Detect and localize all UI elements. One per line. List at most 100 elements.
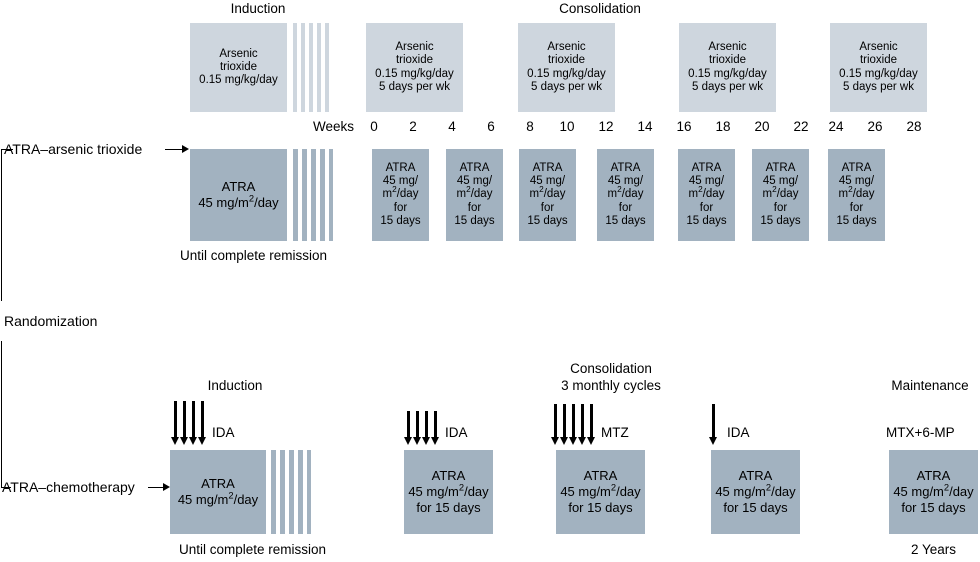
box-line: 5 days per wk (843, 80, 914, 93)
box-line: trioxide (708, 54, 747, 67)
box-line: 15 days (836, 214, 877, 227)
dose-arrow (180, 401, 189, 445)
box-line: ATRA (532, 161, 563, 174)
box-line: 0.15 mg/kg/day (199, 74, 278, 87)
dose-arrow (404, 411, 413, 445)
bottom-arm-arrow-shaft (148, 487, 164, 489)
atra-chemo-cycle-box: ATRA 45 mg/m2/day for 15 days (556, 450, 645, 534)
atra-cycle-box: ATRA 45 mg/ m2/day for 15 days (828, 149, 885, 241)
arsenic-consolidation-box: Arsenic trioxide 0.15 mg/kg/day 5 days p… (830, 23, 927, 112)
box-line: Arsenic (219, 47, 258, 60)
box-line: ATRA (221, 179, 256, 194)
box-line: ATRA (738, 468, 773, 483)
week-tick-26: 26 (867, 119, 883, 134)
arsenic-induction-taper-stripes (293, 23, 336, 112)
dose-arrow (587, 404, 596, 445)
box-line: ATRA (610, 161, 641, 174)
box-line: 45 mg/m2/day (198, 193, 279, 210)
box-line: for 15 days (723, 500, 788, 515)
atra-cycle-box: ATRA 45 mg/ m2/day for 15 days (519, 149, 576, 241)
week-tick-16: 16 (676, 119, 692, 134)
box-line: m2/day (838, 185, 875, 201)
drug-arrows-ida-cycle1 (404, 411, 440, 445)
top-arm-arrow-shaft (165, 149, 183, 151)
week-tick-20: 20 (754, 119, 770, 134)
week-tick-2: 2 (409, 119, 417, 134)
box-line: m2/day (688, 185, 725, 201)
box-line: for (849, 201, 864, 214)
box-line: for 15 days (416, 500, 481, 515)
bottom-arm-arrowhead (163, 483, 170, 491)
top-arm-connector (1, 149, 13, 151)
top-consolidation-header: Consolidation (559, 1, 641, 16)
box-line: 15 days (380, 214, 421, 227)
box-line: 15 days (760, 214, 801, 227)
week-tick-12: 12 (598, 119, 614, 134)
box-line: 45 mg/m2/day (715, 482, 796, 499)
drug-arrows-mtz (551, 404, 596, 445)
induction-caption-bottom: Until complete remission (178, 542, 327, 557)
box-line: m2/day (529, 185, 566, 201)
box-line: for (393, 201, 408, 214)
box-line: 15 days (686, 214, 727, 227)
atra-chemo-cycle-box: ATRA 45 mg/m2/day for 15 days (404, 450, 493, 534)
dose-arrow (171, 401, 180, 445)
box-line: 45 mg/m2/day (560, 482, 641, 499)
box-line: ATRA (916, 468, 951, 483)
box-line: ATRA (431, 468, 466, 483)
atra-cycle-box: ATRA 45 mg/ m2/day for 15 days (597, 149, 654, 241)
box-line: trioxide (395, 54, 434, 67)
bottom-consolidation-header-line1: Consolidation (570, 361, 652, 376)
arsenic-consolidation-box: Arsenic trioxide 0.15 mg/kg/day 5 days p… (679, 23, 776, 112)
drug-label-maintenance: MTX+6-MP (886, 425, 955, 440)
atra-induction-taper-stripes-top (293, 149, 333, 241)
atra-induction-caption-top: Until complete remission (180, 248, 328, 263)
atra-cycle-box: ATRA 45 mg/ m2/day for 15 days (446, 149, 503, 241)
box-line: 5 days per wk (531, 80, 602, 93)
week-tick-10: 10 (559, 119, 575, 134)
box-line: m2/day (762, 185, 799, 201)
box-line: 45 mg/ (838, 175, 875, 188)
week-tick-0: 0 (370, 119, 378, 134)
randomization-bracket-upper (1, 149, 3, 301)
weeks-label: Weeks (313, 119, 355, 134)
arsenic-induction-box: Arsenic trioxide 0.15 mg/kg/day (190, 23, 287, 112)
box-line: ATRA (583, 468, 618, 483)
atra-induction-box-bottom: ATRA 45 mg/m2/day (170, 450, 266, 534)
box-line: for (699, 201, 714, 214)
dose-arrow (560, 404, 569, 445)
atra-induction-box-top: ATRA 45 mg/m2/day (190, 149, 287, 241)
dose-arrow (413, 411, 422, 445)
week-tick-22: 22 (793, 119, 809, 134)
box-line: 0.15 mg/kg/day (375, 67, 454, 80)
box-line: ATRA (765, 161, 796, 174)
atra-cycle-box: ATRA 45 mg/ m2/day for 15 days (752, 149, 809, 241)
top-induction-header: Induction (230, 1, 286, 16)
bottom-arm-connector (1, 487, 11, 489)
week-tick-14: 14 (637, 119, 653, 134)
bottom-induction-header: Induction (207, 378, 263, 393)
week-tick-24: 24 (828, 119, 844, 134)
dose-arrow (569, 404, 578, 445)
box-line: 45 mg/ (688, 175, 725, 188)
box-line: trioxide (219, 60, 258, 73)
box-line: 45 mg/ (382, 175, 419, 188)
atra-induction-taper-stripes-bottom (271, 450, 311, 534)
atra-maintenance-box: ATRA 45 mg/m2/day for 15 days (889, 450, 978, 534)
box-line: Arsenic (395, 41, 434, 54)
arsenic-consolidation-box: Arsenic trioxide 0.15 mg/kg/day 5 days p… (366, 23, 463, 112)
box-line: ATRA (385, 161, 416, 174)
dose-arrow (431, 411, 440, 445)
randomization-label: Randomization (4, 313, 98, 329)
dose-arrow (551, 404, 560, 445)
week-tick-8: 8 (526, 119, 534, 134)
maintenance-header: Maintenance (891, 378, 969, 393)
drug-arrows-ida-cycle3 (709, 404, 718, 445)
bottom-arm-label: ATRA–chemotherapy (2, 479, 135, 495)
dose-arrow (198, 401, 207, 445)
bottom-consolidation-header-line2: 3 monthly cycles (561, 378, 661, 393)
box-line: 45 mg/ (529, 175, 566, 188)
box-line: for (618, 201, 633, 214)
box-line: trioxide (547, 54, 586, 67)
